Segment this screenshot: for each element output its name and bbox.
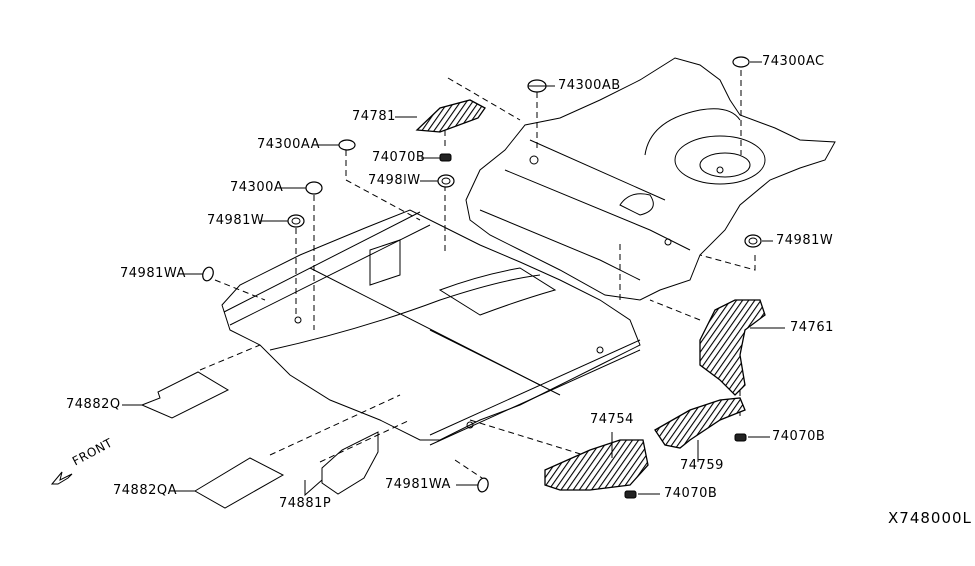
- part-label-74981W-mid[interactable]: 7498lW: [368, 173, 421, 188]
- insulator-74754: [544, 439, 649, 491]
- part-label-74300AB[interactable]: 74300AB: [558, 78, 621, 93]
- part-label-74070B-bottom[interactable]: 74070B: [664, 486, 718, 501]
- clip-74070B-top: [439, 153, 452, 162]
- part-label-74882QA[interactable]: 74882QA: [113, 483, 177, 498]
- part-label-74981WA-left[interactable]: 74981WA: [120, 266, 186, 281]
- leader-lines: [199, 70, 756, 481]
- front-arrow-icon: [50, 471, 73, 485]
- part-label-74882Q[interactable]: 74882Q: [66, 397, 121, 412]
- part-label-74300AC[interactable]: 74300AC: [762, 54, 825, 69]
- label-leaders: [122, 61, 785, 497]
- pad-74881P: [321, 431, 379, 495]
- plug-74300AC: [732, 56, 750, 68]
- part-label-74761[interactable]: 74761: [790, 320, 834, 335]
- part-label-74981WA-bottom[interactable]: 74981WA: [385, 477, 451, 492]
- grommet-74981W-right: [744, 234, 762, 248]
- part-label-74981W-right[interactable]: 74981W: [776, 233, 834, 248]
- part-label-74981W-left[interactable]: 74981W: [207, 213, 265, 228]
- grommet-74981W-left: [287, 214, 305, 228]
- part-label-74754[interactable]: 74754: [590, 412, 634, 427]
- rear-floor-panel: [465, 57, 836, 301]
- plug-74300AA: [338, 139, 356, 151]
- part-label-74070B-top[interactable]: 74070B: [372, 150, 426, 165]
- insulator-74761: [699, 299, 766, 396]
- part-label-74300A[interactable]: 74300A: [230, 180, 284, 195]
- part-label-74759[interactable]: 74759: [680, 458, 724, 473]
- insulator-74781: [415, 99, 486, 133]
- front-floor-panel: [221, 209, 641, 446]
- pad-74882QA: [194, 457, 285, 509]
- plug-74300A: [305, 181, 323, 195]
- pad-74882Q: [140, 371, 230, 419]
- clip-74070B-right: [734, 433, 747, 442]
- insulator-74759: [654, 397, 746, 449]
- grommet-74981W-mid: [437, 174, 455, 188]
- clip-74070B-bottom: [624, 490, 637, 499]
- part-label-74300AA[interactable]: 74300AA: [257, 137, 321, 152]
- part-label-74881P[interactable]: 74881P: [279, 496, 332, 511]
- grommet-74981WA-bottom: [477, 477, 489, 493]
- part-label-74781[interactable]: 74781: [352, 109, 396, 124]
- diagram-reference-code: X748000L: [888, 509, 972, 527]
- grommet-74981WA-left: [202, 266, 214, 282]
- part-label-74070B-right[interactable]: 74070B: [772, 429, 826, 444]
